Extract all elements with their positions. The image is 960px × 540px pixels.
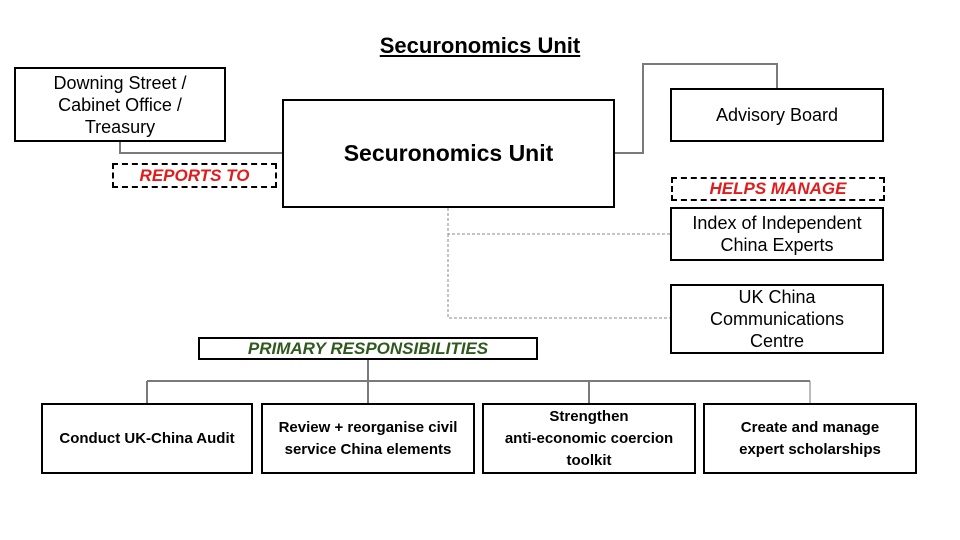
responsibility-toolkit-line-3: toolkit: [566, 451, 612, 469]
responsibility-toolkit-line-2: anti-economic coercion: [504, 429, 674, 447]
connector-reports-to: [119, 141, 283, 154]
primary-responsibilities-label: PRIMARY RESPONSIBILITIES: [198, 337, 538, 360]
connector-index: [447, 208, 671, 235]
helps-manage-label: HELPS MANAGE: [671, 177, 885, 201]
connector-comms: [447, 234, 671, 319]
responsibility-toolkit-line-1: Strengthen: [549, 407, 629, 425]
comms-line-3: Centre: [749, 331, 805, 351]
reports-to-box: Downing Street / Cabinet Office / Treasu…: [14, 67, 226, 142]
responsibility-civil-line-2: service China elements: [284, 440, 452, 458]
reports-to-label: REPORTS TO: [112, 163, 277, 188]
connector-advisory: [614, 63, 778, 154]
responsibility-scholarships-line-2: expert scholarships: [739, 440, 881, 458]
reports-to-line-1: Downing Street /: [53, 72, 187, 93]
index-experts-box: Index of Independent China Experts: [670, 207, 884, 261]
comms-centre-box: UK China Communications Centre: [670, 284, 884, 354]
responsibility-civil-service: Review + reorganise civil service China …: [261, 403, 475, 474]
responsibility-coercion-toolkit: Strengthen anti-economic coercion toolki…: [482, 403, 696, 474]
comms-line-1: UK China: [738, 287, 816, 307]
responsibility-audit-line-1: Conduct UK-China Audit: [59, 429, 235, 447]
primary-responsibilities-text: PRIMARY RESPONSIBILITIES: [247, 338, 489, 358]
responsibility-scholarships-line-1: Create and manage: [740, 418, 880, 436]
center-node: Securonomics Unit: [282, 99, 615, 208]
reports-to-line-2: Cabinet Office /: [58, 94, 182, 115]
responsibility-civil-line-1: Review + reorganise civil: [278, 418, 458, 436]
index-line-2: China Experts: [720, 235, 834, 255]
advisory-board-box: Advisory Board: [670, 88, 884, 142]
advisory-board-label: Advisory Board: [715, 105, 839, 125]
reports-to-line-3: Treasury: [84, 116, 156, 137]
responsibility-scholarships: Create and manage expert scholarships: [703, 403, 917, 474]
index-line-1: Index of Independent: [692, 213, 862, 233]
comms-line-2: Communications: [709, 309, 845, 329]
page-title: Securonomics Unit: [379, 33, 581, 58]
responsibility-audit: Conduct UK-China Audit: [41, 403, 253, 474]
center-node-label: Securonomics Unit: [343, 140, 554, 166]
